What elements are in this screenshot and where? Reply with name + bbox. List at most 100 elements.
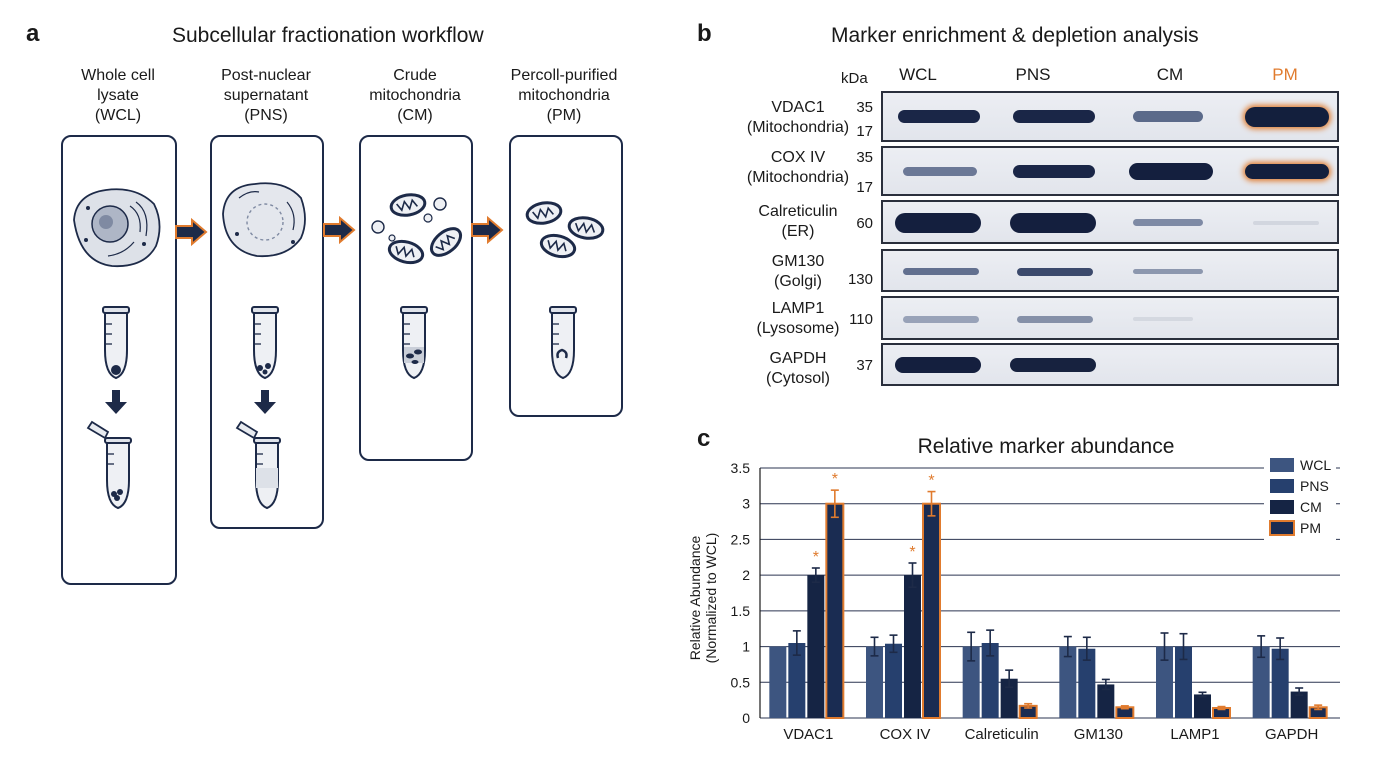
blot-label-gapdh: GAPDH(Cytosol) (765, 350, 830, 387)
bar-pm (922, 502, 941, 720)
legend-swatch-pm (1269, 520, 1295, 536)
band-vdac1-cm (1133, 111, 1203, 122)
y-tick-label: 0 (742, 710, 750, 726)
bar-cm (807, 575, 825, 718)
kda-lamp1-110: 110 (849, 311, 873, 328)
blot-row-gapdh (881, 343, 1339, 386)
kda-coxiv-17: 17 (856, 179, 873, 196)
bar-pns (788, 643, 806, 718)
x-tick-label: VDAC1 (783, 726, 833, 743)
band-coxiv-cm (1129, 163, 1213, 180)
blot-row-coxiv (881, 146, 1339, 196)
band-calreticulin-wcl (895, 213, 981, 233)
panel-b-letter: b (697, 20, 712, 47)
band-gm130-cm (1133, 269, 1203, 274)
workflow-illustration (73, 182, 606, 509)
legend-swatch-pns (1270, 479, 1294, 493)
blot-label-calreticulin: Calreticulin(ER) (758, 203, 838, 240)
y-tick-label: 1 (742, 639, 750, 655)
x-tick-label: GAPDH (1265, 726, 1318, 743)
band-vdac1-wcl (898, 110, 980, 123)
bar-cm (1290, 691, 1308, 718)
bar-wcl (1059, 646, 1077, 718)
chart-legend: WCL PNS CM PM (1264, 450, 1336, 560)
band-calreticulin-pm (1253, 221, 1319, 225)
legend-label-pm: PM (1300, 520, 1321, 536)
legend-swatch-cm (1270, 500, 1294, 514)
bar-pns (885, 643, 902, 718)
blot-row-gm130 (881, 249, 1339, 292)
blot-row-vdac1 (881, 91, 1339, 142)
bar-cm (1194, 694, 1211, 718)
y-tick-label: 3.5 (731, 460, 751, 476)
y-tick-label: 0.5 (731, 674, 751, 690)
kda-vdac1-35: 35 (856, 99, 873, 116)
band-lamp1-cm (1133, 317, 1193, 321)
bar-cm (904, 575, 921, 718)
y-tick-label: 3 (742, 496, 750, 512)
lane-header-pns: PNS (1015, 65, 1051, 84)
y-axis-label-line2: (Normalized to WCL) (703, 533, 719, 664)
kda-calreticulin-60: 60 (856, 215, 873, 232)
blot-label-vdac1: VDAC1(Mitochondria) (746, 99, 850, 136)
legend-label-cm: CM (1300, 499, 1322, 515)
band-gm130-pns (1017, 268, 1093, 276)
bar-wcl (962, 646, 980, 718)
significance-star: * (832, 471, 838, 488)
kda-header: kDa (841, 70, 868, 87)
band-coxiv-pm (1245, 164, 1329, 179)
panel-a-title: Subcellular fractionation workflow (172, 24, 484, 47)
blot-row-lamp1 (881, 296, 1339, 340)
y-tick-label: 1.5 (731, 603, 751, 619)
bar-chart: Relative marker abundance **** 00.511.52… (687, 435, 1340, 743)
band-lamp1-pns (1017, 316, 1093, 323)
kda-gm130-130: 130 (847, 271, 873, 288)
bar-pm (825, 502, 845, 720)
bar-wcl (1156, 646, 1173, 718)
kda-gapdh-37: 37 (856, 357, 873, 374)
lane-header-wcl: WCL (899, 65, 937, 84)
blot-label-coxiv: COX IV(Mitochondria) (746, 149, 850, 186)
bar-cm (1000, 678, 1018, 718)
band-calreticulin-pns (1010, 213, 1096, 233)
band-gapdh-pns (1010, 358, 1096, 372)
blot-label-lamp1: LAMP1(Lysosome) (756, 300, 840, 337)
y-axis-label-line1: Relative Abundance (687, 536, 703, 661)
legend-label-pns: PNS (1300, 478, 1329, 494)
panel-c-letter: c (697, 425, 711, 452)
bar-wcl (1252, 646, 1270, 718)
band-vdac1-pm (1245, 107, 1329, 127)
legend-label-wcl: WCL (1300, 457, 1331, 473)
lane-header-pm: PM (1272, 65, 1298, 84)
band-lamp1-wcl (903, 316, 979, 323)
panel-b-title: Marker enrichment & depletion analysis (831, 24, 1199, 47)
y-tick-label: 2 (742, 567, 750, 583)
band-gapdh-wcl (895, 357, 981, 373)
y-tick-label: 2.5 (731, 531, 751, 547)
band-gm130-wcl (903, 268, 979, 275)
significance-star: * (928, 473, 934, 490)
x-tick-label: COX IV (880, 726, 931, 743)
significance-star: * (909, 544, 915, 561)
blot-label-gm130: GM130(Golgi) (771, 253, 825, 290)
band-vdac1-pns (1013, 110, 1095, 123)
band-calreticulin-cm (1133, 219, 1203, 226)
significance-star: * (813, 549, 819, 566)
band-coxiv-wcl (903, 167, 977, 176)
bar-wcl (866, 646, 883, 718)
bar-cm (1097, 684, 1115, 718)
kda-coxiv-35: 35 (856, 149, 873, 166)
x-tick-label: GM130 (1074, 726, 1123, 743)
legend-swatch-wcl (1270, 458, 1294, 472)
bar-pns (1271, 648, 1289, 718)
x-tick-label: Calreticulin (965, 726, 1039, 743)
lane-header-cm: CM (1156, 65, 1184, 84)
blot-row-calreticulin (881, 200, 1339, 244)
bar-pns (981, 643, 999, 718)
x-tick-label: LAMP1 (1170, 726, 1219, 743)
stage-box-cm (359, 135, 473, 461)
